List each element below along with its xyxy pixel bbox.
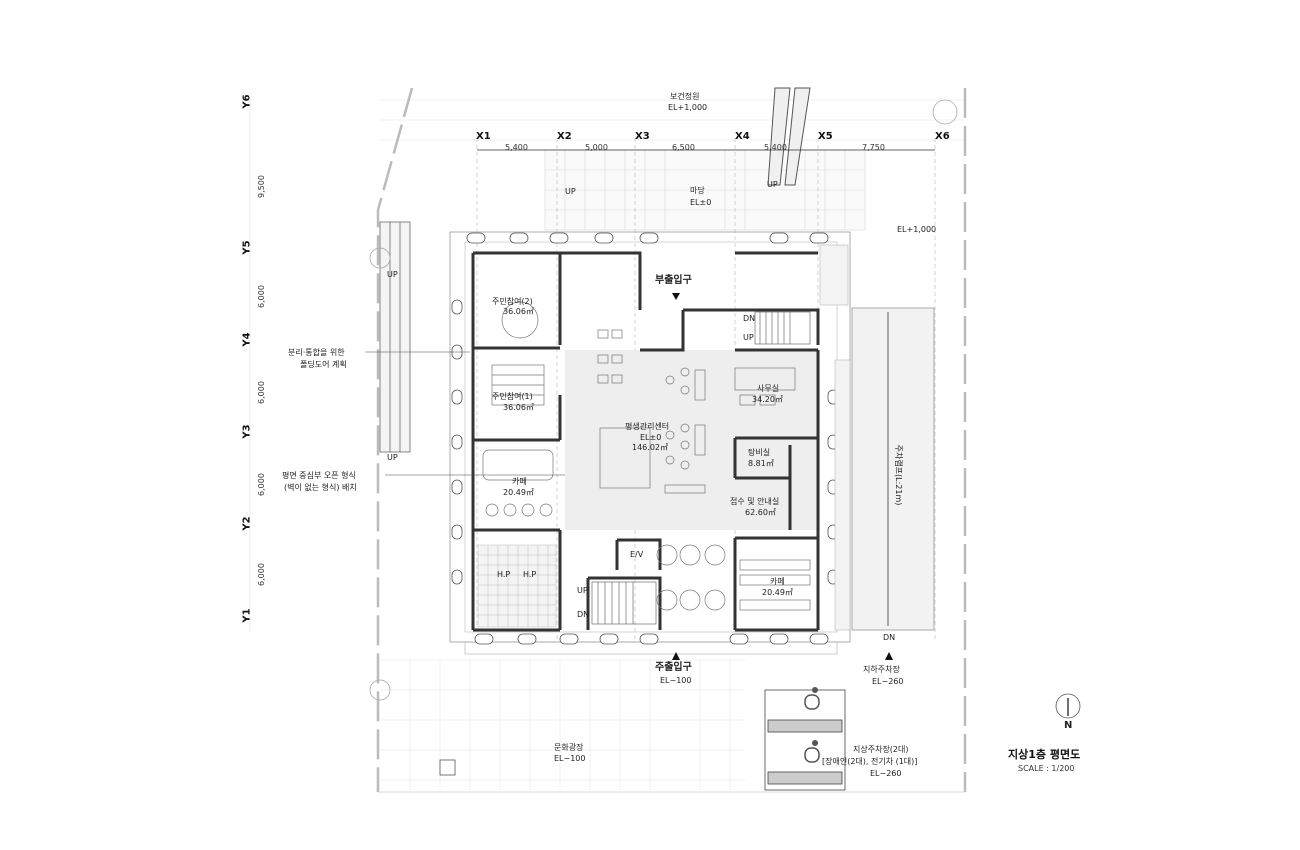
- annotation-open-2: (벽이 없는 형식) 배치: [284, 483, 357, 492]
- yard-name: 마당: [690, 186, 705, 195]
- room-office-name: 사무실: [757, 384, 780, 393]
- grid-y2-label: Y2: [241, 516, 253, 531]
- walls: [471, 251, 820, 632]
- room-reception-area: 62.60㎡: [745, 508, 776, 517]
- accessible-parking-icon: [804, 687, 820, 763]
- ug-parking-el: EL−260: [872, 677, 904, 686]
- trees: [369, 99, 958, 701]
- grid-y4-label: Y4: [241, 332, 253, 347]
- annotation-open-1: 평면 중심부 오픈 형식: [282, 471, 356, 480]
- east-el: EL+1,000: [897, 225, 937, 234]
- west-bridge: [379, 221, 411, 453]
- dim-y6-y5: 9,500: [256, 175, 266, 198]
- yard-el: EL±0: [690, 198, 712, 207]
- room-lounge-area: 8.81㎡: [748, 459, 774, 468]
- grid-y3-label: Y3: [241, 424, 253, 439]
- sub-entry-label: 부출입구: [655, 275, 692, 286]
- grid-y6-label: Y6: [241, 94, 253, 109]
- room-community2-area: 36.06㎡: [503, 307, 534, 316]
- garden-el: EL+1,000: [668, 103, 708, 112]
- grid-x2-label: X2: [557, 131, 572, 142]
- surface-parking-bays: [764, 689, 846, 791]
- stairs: [591, 311, 811, 625]
- room-office-area: 34.20㎡: [752, 395, 783, 404]
- annotation-folding-1: 분리·통합을 위한: [288, 348, 345, 357]
- garden-name: 보건정원: [670, 92, 700, 101]
- toilet-tiles: [477, 544, 557, 628]
- ug-parking-name: 지하주차장: [863, 665, 900, 674]
- entry-arrows: [672, 293, 893, 660]
- stair-up-east: UP: [743, 333, 754, 342]
- grid-x4-label: X4: [735, 131, 750, 142]
- room-center-name: 평생관리센터: [625, 422, 670, 431]
- room-cafe-right-name: 카페: [770, 577, 785, 586]
- room-lounge-name: 탕비실: [748, 448, 771, 457]
- site-paving-grid: [380, 99, 965, 790]
- stair-up-west-bottom: UP: [387, 453, 398, 462]
- room-reception-name: 접수 및 안내실: [730, 497, 780, 506]
- grid-x6-label: X6: [935, 131, 950, 142]
- stair-up-yard: UP: [565, 187, 576, 196]
- grid-x3-label: X3: [635, 131, 650, 142]
- drawing-scale: SCALE : 1/200: [1018, 764, 1075, 773]
- room-community1-name: 주민참여(1): [492, 392, 533, 401]
- dim-x4-x5: 5,400: [764, 143, 787, 152]
- grid-y1-label: Y1: [241, 608, 253, 623]
- parking-ramp: [851, 307, 935, 631]
- surface-parking-el: EL−260: [870, 769, 902, 778]
- room-center-area: 146.02㎡: [632, 443, 668, 452]
- room-cafe-right-area: 20.49㎡: [762, 588, 793, 597]
- room-community2-name: 주민참여(2): [492, 297, 533, 306]
- room-community1-area: 36.06㎡: [503, 403, 534, 412]
- dim-y3-y2: 6,000: [256, 473, 266, 496]
- main-entry-name: 주출입구: [655, 662, 692, 673]
- main-entry-el: EL−100: [660, 676, 692, 685]
- yard-grid: [544, 149, 866, 231]
- dim-y4-y3: 6,000: [256, 381, 266, 404]
- north-arrow: [1055, 693, 1081, 719]
- stair-dn-south: DN: [577, 610, 590, 619]
- elevator-label: E/V: [630, 550, 644, 559]
- hp2-label: H.P: [523, 570, 537, 579]
- north-label: N: [1064, 720, 1073, 731]
- east-planter: [819, 244, 851, 631]
- site-boundary: [376, 87, 967, 792]
- dim-x1-x2: 5,400: [505, 143, 528, 152]
- grid-y5-label: Y5: [241, 240, 253, 255]
- room-cafe-left-area: 20.49㎡: [503, 488, 534, 497]
- grid-x1-label: X1: [476, 131, 491, 142]
- stair-up-south: UP: [577, 586, 588, 595]
- dim-x2-x3: 5,000: [585, 143, 608, 152]
- dim-y5-y4: 6,000: [256, 285, 266, 308]
- surface-parking-detail: [장애인(2대), 전기차 (1대)]: [822, 757, 918, 766]
- hp1-label: H.P: [497, 570, 511, 579]
- center-open-area: [565, 350, 820, 530]
- grid-x5-label: X5: [818, 131, 833, 142]
- furniture: [482, 301, 811, 611]
- dim-x5-x6: 7,750: [862, 143, 885, 152]
- plaza-name: 문화광장: [554, 743, 584, 752]
- bridge: [767, 87, 811, 186]
- stair-up-bridge: UP: [767, 180, 778, 189]
- annotation-folding-2: 폴딩도어 계획: [300, 360, 347, 369]
- ramp-dn: DN: [883, 633, 896, 642]
- room-center-el: EL±0: [640, 433, 662, 442]
- stair-up-west-top: UP: [387, 270, 398, 279]
- drawing-title: 지상1층 평면도: [1008, 748, 1081, 761]
- stair-dn-east: DN: [743, 314, 756, 323]
- room-cafe-left-name: 카페: [512, 477, 527, 486]
- ramp-label: 주차램프(L:21m): [894, 444, 903, 506]
- surface-parking-name: 지상주차장(2대): [853, 745, 909, 754]
- plaza-el: EL−100: [554, 754, 586, 763]
- leader-lines: [249, 99, 565, 632]
- dim-y2-y1: 6,000: [256, 563, 266, 586]
- dim-x3-x4: 6,500: [672, 143, 695, 152]
